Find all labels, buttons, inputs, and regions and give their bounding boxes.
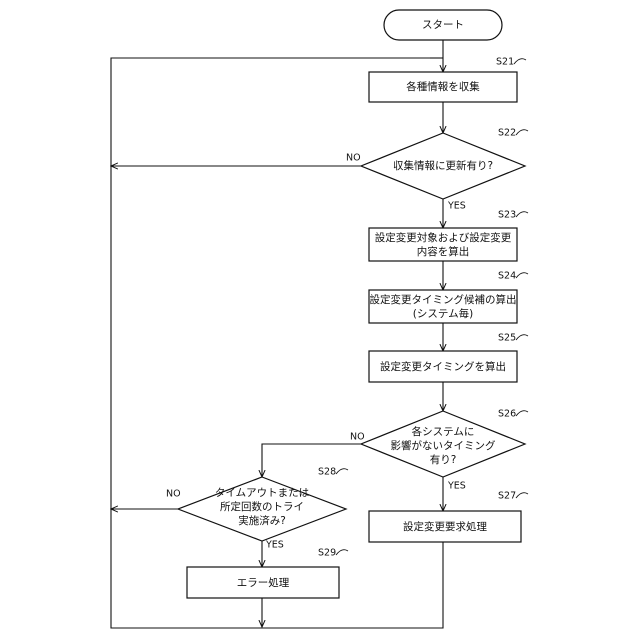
step-s23-line-1: 設定変更対象および設定変更 [375, 231, 512, 244]
decision-s26-leader [516, 411, 528, 416]
step-s25-id: S25 [498, 333, 516, 344]
step-s25-leader [516, 335, 528, 340]
step-s21-id: S21 [496, 57, 514, 68]
decision-s28-line-1: タイムアウトまたは [215, 487, 309, 499]
step-s29-leader [336, 550, 348, 555]
step-s24-line-1: 設定変更タイミング候補の算出 [370, 293, 517, 306]
step-s23: 設定変更対象および設定変更 内容を算出 S23 [369, 210, 528, 262]
step-s29: エラー処理 S29 [187, 548, 348, 599]
decision-s22-label: 収集情報に更新有り? [393, 159, 493, 172]
decision-s28-line-3: 実施済み? [238, 514, 286, 527]
branch-s28-no: NO [166, 489, 181, 500]
branch-s26-yes: YES [447, 481, 466, 492]
decision-s28-line-2: 所定回数のトライ [220, 500, 304, 513]
decision-s22-leader [516, 130, 528, 135]
decision-s22: 収集情報に更新有り? S22 NO YES [346, 128, 528, 212]
branch-s26-no: NO [350, 432, 365, 443]
step-s29-label: エラー処理 [237, 576, 290, 589]
step-s21-leader [514, 59, 526, 64]
decision-s28-id: S28 [318, 467, 336, 478]
step-s21: 各種情報を収集 S21 [369, 57, 526, 103]
step-s27-label: 設定変更要求処理 [403, 520, 487, 533]
branch-s22-yes: YES [447, 201, 466, 212]
step-s23-id: S23 [498, 210, 516, 221]
step-s23-leader [516, 212, 528, 217]
decision-s26-line-1: 各システムに [412, 425, 475, 438]
step-s24-leader [516, 273, 528, 278]
decision-s26-line-3: 有り? [430, 453, 457, 466]
step-s25: 設定変更タイミングを算出 S25 [369, 333, 528, 383]
decision-s26-id: S26 [498, 409, 516, 420]
connector-s26-no [262, 444, 361, 477]
step-s21-label: 各種情報を収集 [406, 80, 480, 93]
decision-s26: 各システムに 影響がないタイミング 有り? S26 NO YES [350, 409, 528, 492]
step-s27-leader [516, 493, 528, 498]
decision-s28-leader [336, 469, 348, 474]
branch-s22-no: NO [346, 153, 361, 164]
decision-s26-line-2: 影響がないタイミング [391, 439, 496, 452]
start-terminal: スタート [384, 10, 502, 40]
start-label: スタート [422, 19, 464, 31]
decision-s22-id: S22 [498, 128, 516, 139]
decision-s28: タイムアウトまたは 所定回数のトライ 実施済み? S28 NO YES [166, 467, 348, 551]
step-s27-id: S27 [498, 491, 516, 502]
branch-s28-yes: YES [265, 540, 284, 551]
step-s24-id: S24 [498, 271, 516, 282]
step-s23-line-2: 内容を算出 [417, 245, 470, 258]
step-s29-id: S29 [318, 548, 336, 559]
step-s25-label: 設定変更タイミングを算出 [380, 360, 506, 373]
step-s27: 設定変更要求処理 S27 [369, 491, 528, 543]
step-s24: 設定変更タイミング候補の算出 (システム毎) S24 [369, 271, 528, 324]
step-s24-line-2: (システム毎) [413, 307, 473, 320]
